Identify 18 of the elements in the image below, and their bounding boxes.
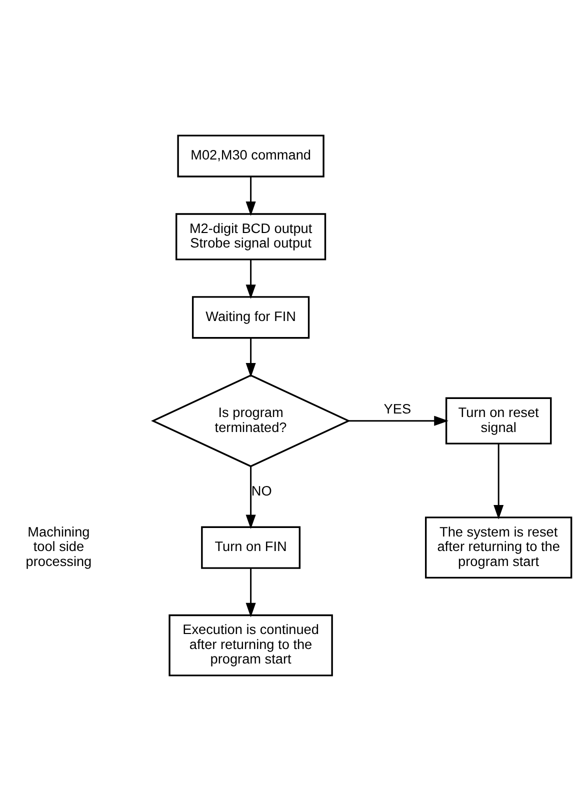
- node-box: M02,M30 command: [177, 134, 324, 178]
- arrow: [494, 444, 504, 520]
- node-box: Turn on reset signal: [445, 397, 552, 444]
- label: Machining tool side processing: [26, 524, 92, 569]
- edge-label: YES: [384, 402, 412, 417]
- arrow: [246, 568, 256, 618]
- node-box: M2-digit BCD output Strobe signal output: [176, 213, 326, 260]
- arrow: [348, 416, 448, 426]
- edge-label: NO: [251, 483, 272, 498]
- arrow: [246, 176, 256, 216]
- node-box: Waiting for FIN: [192, 296, 310, 339]
- node-box: Turn on FIN: [201, 526, 301, 569]
- arrow: [246, 466, 256, 530]
- arrow: [246, 338, 256, 378]
- arrow: [246, 260, 256, 299]
- node-box: Execution is continued after returning to the program start: [168, 614, 333, 676]
- node-box: The system is reset after returning to the program start: [424, 516, 572, 579]
- node-diamond: Is program terminated?: [151, 374, 351, 468]
